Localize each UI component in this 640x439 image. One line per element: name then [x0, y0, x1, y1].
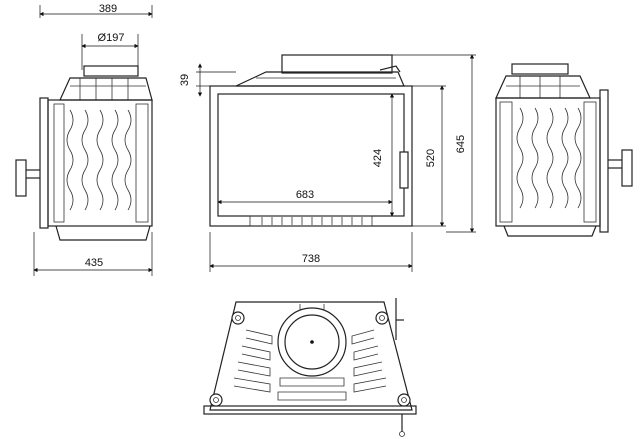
- dim-flue-diameter: Ø197: [98, 32, 125, 44]
- dim-side-depth-bottom: 435: [85, 257, 103, 269]
- dim-glass-width: 683: [296, 189, 314, 201]
- dim-total-width: 738: [302, 253, 320, 265]
- dim-glass-height: 424: [372, 149, 384, 167]
- dim-side-depth-top: 389: [99, 3, 117, 15]
- front-view: 39 424 520 645 683 738: [179, 54, 476, 272]
- dim-door-height: 520: [425, 149, 437, 167]
- dim-total-height: 645: [455, 135, 467, 153]
- side-view-left: 389 Ø197 435: [15, 3, 153, 276]
- side-view-right: [495, 63, 633, 237]
- dim-top-height-offset: 39: [179, 74, 191, 86]
- top-view: [203, 298, 417, 437]
